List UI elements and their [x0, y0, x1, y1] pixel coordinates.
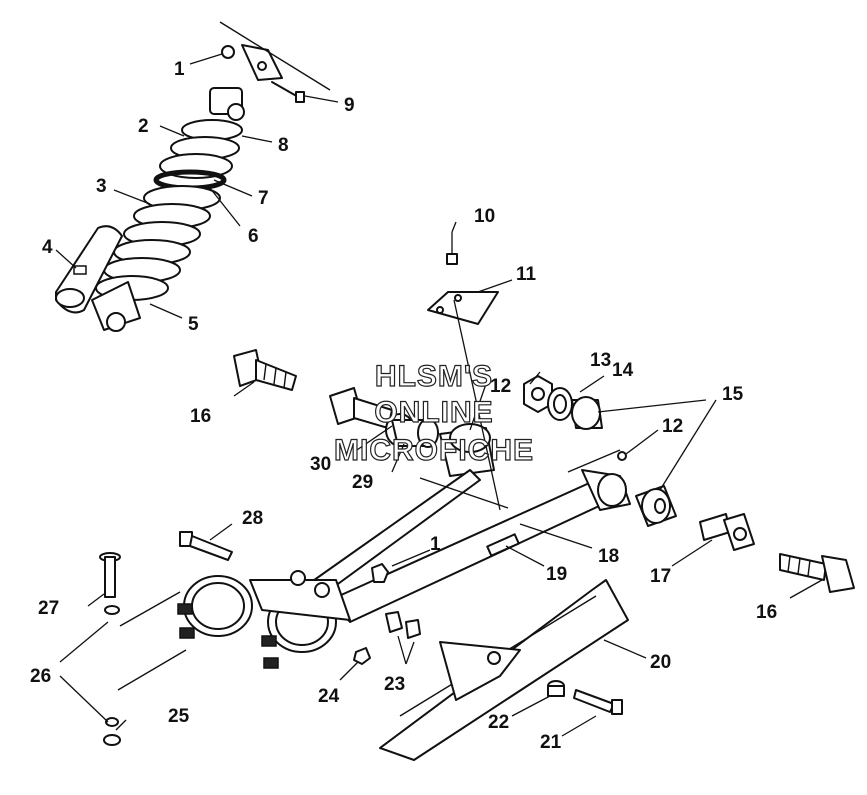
- clamp-bracket: [249, 570, 351, 621]
- spacer-22: [547, 680, 565, 697]
- callout-16-right: 16: [756, 602, 777, 623]
- top-nut: [221, 45, 235, 59]
- callout-19: 19: [546, 564, 567, 585]
- callout-29: 29: [352, 472, 373, 493]
- slide-rail: [379, 579, 629, 761]
- bolt-16-left: [233, 349, 297, 391]
- callout-1-lower: 1: [430, 534, 441, 555]
- callout-12-top: 12: [490, 376, 511, 397]
- bolt-30: [329, 387, 393, 429]
- bushing-29: [385, 413, 439, 448]
- leader-lines: [55, 53, 823, 737]
- callout-14: 14: [612, 360, 634, 381]
- watermark-line-2: ONLINE: [374, 396, 493, 429]
- callout-30: 30: [310, 454, 331, 475]
- nut-24: [353, 647, 371, 665]
- callout-9: 9: [344, 95, 355, 116]
- shock-absorber-assembly: [55, 21, 331, 332]
- washers-25-26: [103, 591, 187, 746]
- exhaust-clamp-left: [177, 575, 253, 639]
- callout-28: 28: [242, 508, 263, 529]
- rail-bracket-23: [385, 611, 421, 639]
- nut-1-lower: [371, 563, 389, 583]
- callout-17: 17: [650, 566, 671, 587]
- callout-25: 25: [168, 706, 190, 727]
- callout-23: 23: [384, 674, 405, 695]
- callout-13: 13: [590, 350, 611, 371]
- callout-22: 22: [488, 712, 509, 733]
- callout-21: 21: [540, 732, 562, 753]
- callout-5: 5: [188, 314, 199, 335]
- bolt-17: [699, 513, 755, 551]
- watermark-line-3: MICROFICHE: [334, 434, 534, 467]
- callout-1-top: 1: [174, 59, 185, 80]
- bolt-21: [573, 689, 623, 715]
- callout-11: 11: [516, 264, 537, 285]
- callout-4: 4: [42, 237, 53, 258]
- callout-7: 7: [258, 188, 269, 209]
- callout-16-left: 16: [190, 406, 211, 427]
- callout-24: 24: [318, 686, 340, 707]
- bolt-28: [179, 531, 233, 561]
- bolt-16-right: [779, 553, 855, 593]
- callout-20: 20: [650, 652, 671, 673]
- bushing-15-top: [571, 396, 603, 430]
- callout-3: 3: [96, 176, 107, 197]
- callout-12-right: 12: [662, 416, 683, 437]
- bolt-27: [99, 552, 121, 615]
- watermark: HLSM'S ONLINE MICROFICHE: [333, 359, 534, 467]
- callout-27: 27: [38, 598, 59, 619]
- callout-18: 18: [598, 546, 619, 567]
- callout-6: 6: [248, 226, 259, 247]
- watermark-line-1: HLSM'S: [375, 360, 493, 393]
- callout-2: 2: [138, 116, 149, 137]
- mount-plate: [427, 232, 499, 325]
- swing-arm: [299, 299, 631, 623]
- bushing-15-lower: [635, 485, 677, 527]
- callout-10: 10: [474, 206, 495, 227]
- callout-15: 15: [722, 384, 744, 405]
- callout-26: 26: [30, 666, 51, 687]
- callout-8: 8: [278, 135, 289, 156]
- washer-14: [547, 387, 573, 421]
- callout-labels: 1 9 2 8 3 7 6 4 5 10 11 16 30 29 12 13 1…: [30, 59, 777, 753]
- shock-spring: [95, 119, 243, 301]
